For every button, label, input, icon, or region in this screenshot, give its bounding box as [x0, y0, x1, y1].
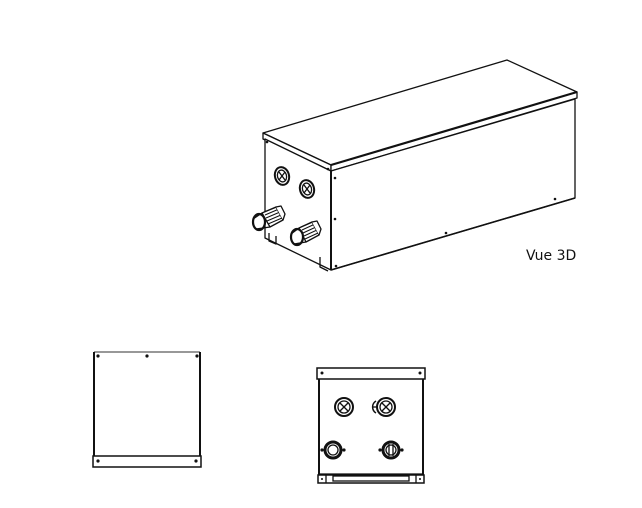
pipe-fitting-1 — [251, 205, 286, 232]
foot-left — [268, 233, 277, 245]
view-front — [316, 367, 426, 484]
gauge-port-2 — [298, 179, 316, 199]
front-lid — [316, 367, 426, 380]
view-3d — [251, 59, 578, 272]
view-3d-label: Vue 3D — [526, 248, 577, 264]
view-side — [92, 351, 202, 468]
side-panel-base-rail — [92, 455, 202, 468]
gauge-port-1 — [273, 166, 291, 186]
pipe-fitting-2 — [289, 220, 322, 247]
front-gauge-1 — [334, 397, 354, 417]
foot-right — [319, 257, 329, 272]
front-gauge-2 — [371, 397, 396, 417]
front-pipe-2 — [378, 440, 404, 460]
front-pipe-1 — [320, 440, 346, 460]
screw-dots — [265, 140, 557, 268]
